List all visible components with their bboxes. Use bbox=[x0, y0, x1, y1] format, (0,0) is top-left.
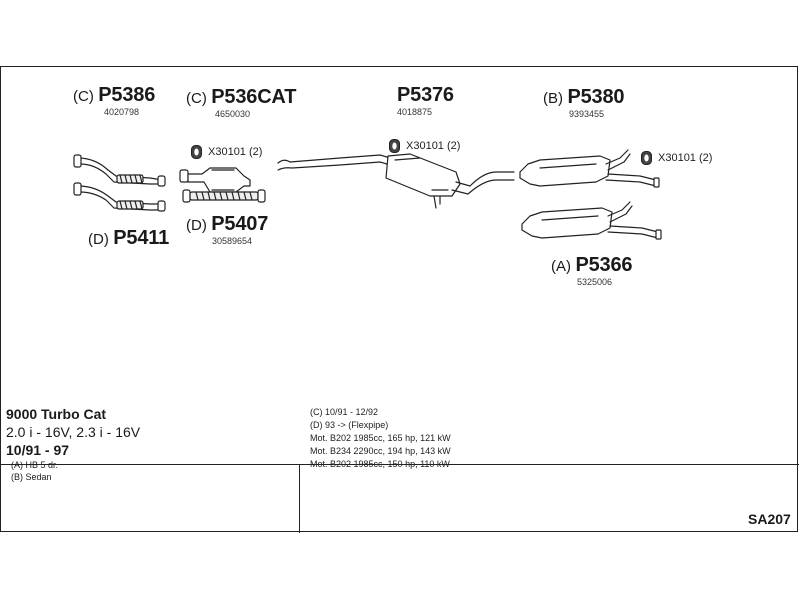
part-variant-tag: (D) bbox=[186, 217, 207, 234]
gasket-label-1[interactable]: X30101 (2) bbox=[191, 145, 262, 159]
fitment-note: Mot. B202 1985cc, 165 hp, 121 kW bbox=[310, 433, 451, 443]
vehicle-model: 9000 Turbo Cat bbox=[6, 406, 107, 422]
part-code: P5380 bbox=[567, 86, 625, 108]
gasket-code: X30101 (2) bbox=[658, 151, 713, 164]
part-number: 5325006 bbox=[577, 277, 613, 287]
section-divider bbox=[1, 464, 799, 465]
gasket-label-3[interactable]: X30101 (2) bbox=[641, 151, 712, 165]
gasket-code: X30101 (2) bbox=[406, 139, 461, 152]
part-label-p536cat[interactable]: (C) P536CAT 4650030 bbox=[186, 86, 297, 119]
part-variant-tag: (D) bbox=[88, 231, 109, 248]
vehicle-info: 9000 Turbo Cat 2.0 i - 16V, 2.3 i - 16V … bbox=[6, 406, 140, 482]
part-label-p5407[interactable]: (D) P5407 30589654 bbox=[186, 213, 269, 246]
part-variant-tag: (B) bbox=[543, 90, 563, 107]
part-label-p5411[interactable]: (D) P5411 bbox=[88, 227, 169, 250]
part-variant-tag: (C) bbox=[186, 90, 207, 107]
flexpipe-drawing[interactable] bbox=[182, 189, 266, 203]
vehicle-engine: 2.0 i - 16V, 2.3 i - 16V bbox=[6, 424, 141, 440]
part-code: P5386 bbox=[98, 84, 156, 106]
middle-silencer-drawing[interactable] bbox=[277, 153, 515, 209]
gasket-label-2[interactable]: X30101 (2) bbox=[389, 139, 460, 153]
part-number: 30589654 bbox=[212, 236, 253, 246]
diagram-frame bbox=[0, 66, 799, 533]
fitment-note: (C) 10/91 - 12/92 bbox=[310, 407, 379, 417]
front-pipe-drawing[interactable] bbox=[73, 154, 166, 212]
part-number: 4650030 bbox=[215, 109, 251, 119]
fitment-note: (D) 93 -> (Flexpipe) bbox=[310, 420, 389, 430]
part-number: 9393455 bbox=[569, 109, 605, 119]
fitment-notes: (C) 10/91 - 12/92 (D) 93 -> (Flexpipe) M… bbox=[310, 407, 451, 472]
part-code: P536CAT bbox=[211, 86, 297, 108]
vehicle-years: 10/91 - 97 bbox=[6, 442, 70, 458]
part-variant-tag: (C) bbox=[73, 88, 94, 105]
part-code: P5366 bbox=[575, 254, 633, 276]
part-number: 4020798 bbox=[104, 107, 140, 117]
part-label-p5380[interactable]: (B) P5380 9393455 bbox=[543, 86, 625, 119]
fitment-note: Mot. B234 2290cc, 194 hp, 143 kW bbox=[310, 446, 451, 456]
fitment-note: Mot. B202 1985cc, 150 hp, 110 kW bbox=[310, 459, 450, 469]
catalytic-converter-drawing[interactable] bbox=[179, 167, 251, 193]
part-variant-tag: (A) bbox=[551, 258, 571, 275]
part-code: P5376 bbox=[397, 84, 454, 106]
part-number: 4018875 bbox=[397, 107, 433, 117]
rear-silencer-sedan-drawing[interactable] bbox=[519, 149, 660, 188]
part-label-p5386[interactable]: (C) P5386 4020798 bbox=[73, 84, 156, 117]
variant-note-a: (A) HB 5 dr. bbox=[11, 460, 59, 470]
variant-note-b: (B) Sedan bbox=[11, 472, 52, 482]
rear-silencer-hatchback-drawing[interactable] bbox=[521, 201, 662, 240]
part-code: P5407 bbox=[211, 213, 269, 235]
gasket-icon bbox=[389, 139, 400, 153]
gasket-code: X30101 (2) bbox=[208, 145, 263, 158]
part-label-p5376[interactable]: P5376 4018875 bbox=[397, 84, 454, 117]
column-divider bbox=[299, 464, 300, 533]
gasket-icon bbox=[641, 151, 652, 165]
part-label-p5366[interactable]: (A) P5366 5325006 bbox=[551, 254, 633, 287]
part-code: P5411 bbox=[113, 227, 170, 249]
diagram-reference: SA207 bbox=[748, 511, 791, 527]
gasket-icon bbox=[191, 145, 202, 159]
